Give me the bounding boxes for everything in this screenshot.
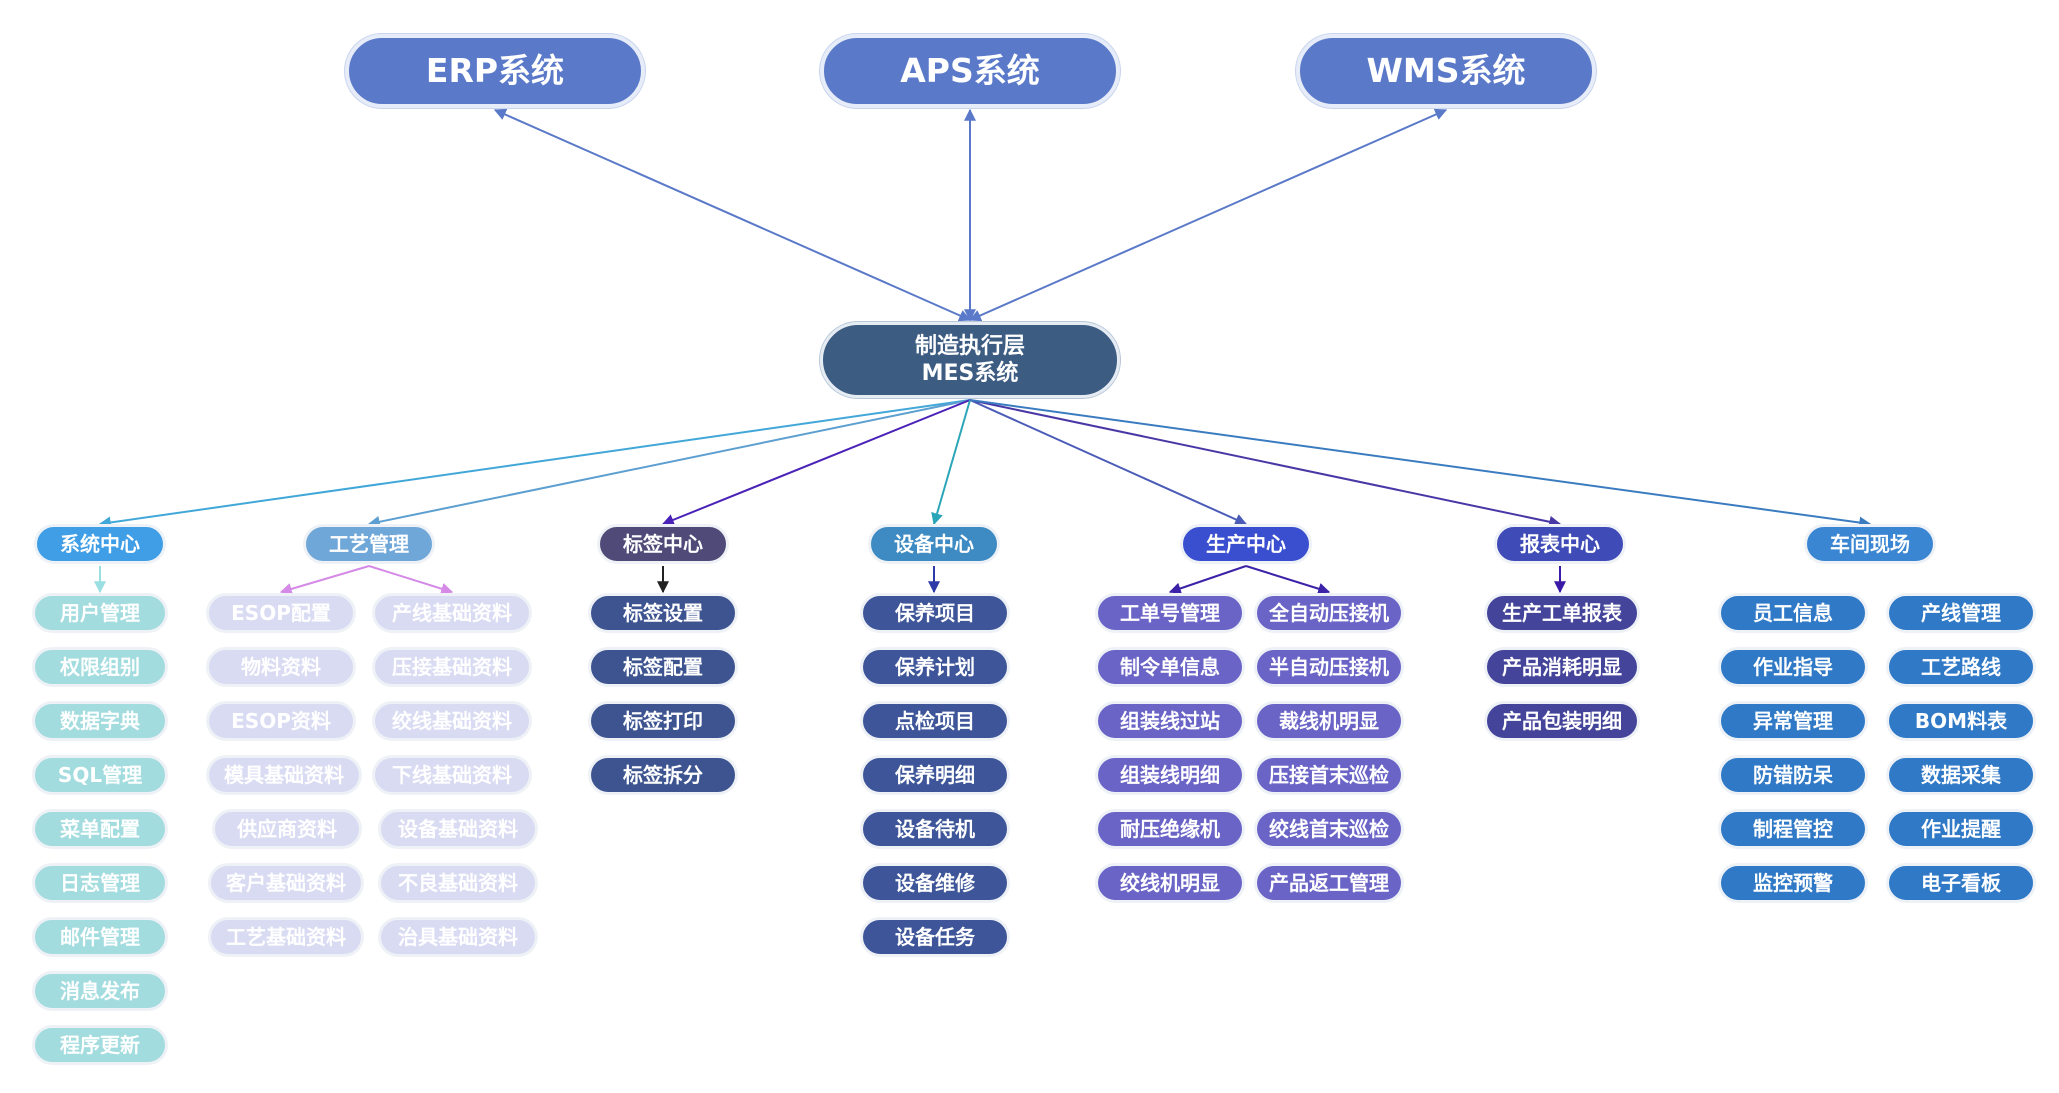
leaf-message-publish: 消息发布: [32, 971, 168, 1011]
leaf-full-auto-crimper: 全自动压接机: [1254, 593, 1404, 633]
leaf-label-settings: 标签设置: [588, 593, 738, 633]
category-label-center: 标签中心: [597, 524, 729, 564]
leaf-label-split: 标签拆分: [588, 755, 738, 795]
link-mes-equipment-center: [931, 399, 971, 526]
leaf-data-collection: 数据采集: [1886, 755, 2036, 795]
link-mes-process-management: [367, 399, 971, 528]
mes-center-subtitle: MES系统: [921, 361, 1019, 386]
leaf-employee-info: 员工信息: [1718, 593, 1868, 633]
leaf-inspection-items: 点检项目: [860, 701, 1010, 741]
leaf-maintenance-details: 保养明细: [860, 755, 1010, 795]
link-wms-mes: [968, 108, 1448, 322]
leaf-twist-base-data: 绞线基础资料: [372, 701, 532, 741]
category-process-management: 工艺管理: [303, 524, 435, 564]
link-mes-production-center: [969, 399, 1248, 526]
category-production-center: 生产中心: [1180, 524, 1312, 564]
leaf-twist-first-last-inspection: 绞线首末巡检: [1254, 809, 1404, 849]
leaf-product-consumption-display: 产品消耗明显: [1484, 647, 1640, 687]
link-production-right-leaves: [1245, 565, 1331, 595]
leaf-equipment-base-data: 设备基础资料: [378, 809, 538, 849]
category-system-center: 系统中心: [34, 524, 166, 564]
leaf-crimp-base-data: 压接基础资料: [372, 647, 532, 687]
leaf-data-dictionary: 数据字典: [32, 701, 168, 741]
category-report-center: 报表中心: [1494, 524, 1626, 564]
leaf-work-order-management: 工单号管理: [1095, 593, 1245, 633]
leaf-crimp-first-last-inspection: 压接首末巡检: [1254, 755, 1404, 795]
mes-center-node: 制造执行层 MES系统: [820, 322, 1120, 398]
link-mes-report-center: [969, 399, 1562, 528]
link-mes-workshop-floor: [969, 399, 1872, 529]
leaf-semi-auto-crimper: 半自动压接机: [1254, 647, 1404, 687]
leaf-customer-base-data: 客户基础资料: [208, 863, 364, 903]
leaf-equipment-repair: 设备维修: [860, 863, 1010, 903]
leaf-sql-management: SQL管理: [32, 755, 168, 795]
category-workshop-floor: 车间现场: [1804, 524, 1936, 564]
leaf-work-instruction: 作业指导: [1718, 647, 1868, 687]
leaf-defect-base-data: 不良基础资料: [378, 863, 538, 903]
leaf-user-management: 用户管理: [32, 593, 168, 633]
leaf-esop-data: ESOP资料: [206, 701, 356, 741]
leaf-assembly-line-details: 组装线明细: [1095, 755, 1245, 795]
leaf-product-rework: 产品返工管理: [1254, 863, 1404, 903]
leaf-production-order-report: 生产工单报表: [1484, 593, 1640, 633]
leaf-material-data: 物料资料: [206, 647, 356, 687]
leaf-work-reminder: 作业提醒: [1886, 809, 2036, 849]
leaf-process-base-data: 工艺基础资料: [208, 917, 364, 957]
link-process-right-leaves: [368, 565, 454, 595]
erp-system-node: ERP系统: [345, 34, 645, 108]
leaf-hipot-insulation-machine: 耐压绝缘机: [1095, 809, 1245, 849]
leaf-monitoring-alert: 监控预警: [1718, 863, 1868, 903]
leaf-mold-base-data: 模具基础资料: [206, 755, 362, 795]
leaf-process-route: 工艺路线: [1886, 647, 2036, 687]
link-production-left-leaves: [1168, 565, 1247, 595]
leaf-program-update: 程序更新: [32, 1025, 168, 1065]
leaf-mail-management: 邮件管理: [32, 917, 168, 957]
leaf-maintenance-plan: 保养计划: [860, 647, 1010, 687]
leaf-offline-base-data: 下线基础资料: [372, 755, 532, 795]
leaf-label-print: 标签打印: [588, 701, 738, 741]
leaf-electronic-kanban: 电子看板: [1886, 863, 2036, 903]
link-process-left-leaves: [279, 565, 370, 595]
leaf-esop-config: ESOP配置: [206, 593, 356, 633]
link-mes-system-center: [98, 399, 971, 529]
leaf-twist-machine-display: 绞线机明显: [1095, 863, 1245, 903]
leaf-assembly-line-pass: 组装线过站: [1095, 701, 1245, 741]
leaf-log-management: 日志管理: [32, 863, 168, 903]
leaf-maintenance-items: 保养项目: [860, 593, 1010, 633]
leaf-equipment-standby: 设备待机: [860, 809, 1010, 849]
leaf-label-config: 标签配置: [588, 647, 738, 687]
leaf-menu-config: 菜单配置: [32, 809, 168, 849]
leaf-manufacturing-order-info: 制令单信息: [1095, 647, 1245, 687]
aps-system-node: APS系统: [820, 34, 1120, 108]
leaf-line-management: 产线管理: [1886, 593, 2036, 633]
mes-center-title: 制造执行层: [914, 333, 1025, 359]
leaf-exception-management: 异常管理: [1718, 701, 1868, 741]
leaf-error-proofing: 防错防呆: [1718, 755, 1868, 795]
link-mes-label-center: [661, 399, 971, 526]
leaf-product-packing-details: 产品包装明细: [1484, 701, 1640, 741]
leaf-cutting-machine-display: 裁线机明显: [1254, 701, 1404, 741]
leaf-permission-groups: 权限组别: [32, 647, 168, 687]
leaf-equipment-tasks: 设备任务: [860, 917, 1010, 957]
leaf-bom-list: BOM料表: [1886, 701, 2036, 741]
link-erp-mes: [493, 108, 972, 322]
wms-system-node: WMS系统: [1296, 34, 1596, 108]
category-equipment-center: 设备中心: [868, 524, 1000, 564]
leaf-supplier-data: 供应商资料: [212, 809, 362, 849]
leaf-fixture-base-data: 治具基础资料: [378, 917, 538, 957]
leaf-line-base-data: 产线基础资料: [372, 593, 532, 633]
leaf-process-control: 制程管控: [1718, 809, 1868, 849]
